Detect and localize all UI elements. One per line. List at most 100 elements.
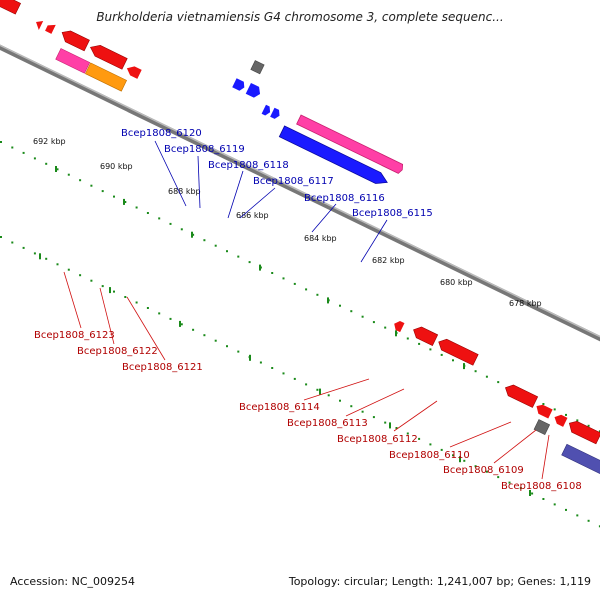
gene-red-reverse[interactable] [45, 22, 56, 34]
scale-dot [474, 465, 477, 468]
scale-dot [282, 277, 285, 280]
gene-pink-forward[interactable] [296, 114, 405, 174]
scale-dot [440, 353, 443, 356]
backbone [0, 14, 600, 369]
scale-dot [361, 410, 364, 413]
scale-dot [406, 432, 409, 435]
gene-label[interactable]: Bcep1808_6113 [287, 418, 368, 429]
scale-major-tick [459, 456, 461, 463]
gene-label[interactable]: Bcep1808_6109 [443, 465, 524, 476]
gene-red-reverse[interactable] [0, 0, 22, 15]
scale-dot [169, 222, 172, 225]
gene-label[interactable]: Bcep1808_6116 [304, 193, 385, 204]
reverse-leader-lines [63, 271, 550, 480]
scale-major-tick [463, 363, 465, 370]
leader-line [393, 400, 438, 432]
scale-dot [124, 296, 127, 298]
scale-dot [542, 403, 545, 405]
gene-grey-forward[interactable] [250, 60, 265, 75]
leader-line [99, 287, 115, 345]
scale-dot [192, 328, 195, 331]
scale-dot [305, 383, 308, 386]
gene-red-reverse[interactable] [411, 324, 439, 347]
scale-dot [22, 151, 25, 154]
scale-dot [56, 168, 59, 171]
scale-dot [474, 370, 477, 373]
gene-red-reverse[interactable] [33, 18, 44, 30]
gene-red-reverse[interactable] [552, 413, 568, 427]
gene-purple-reverse[interactable] [561, 443, 600, 482]
scale-dot [226, 250, 228, 253]
gene-red-reverse[interactable] [436, 337, 479, 366]
scale-dot [271, 367, 274, 369]
scale-dot [214, 244, 217, 247]
scale-dot [45, 257, 48, 260]
gene-blue-forward[interactable] [261, 104, 273, 117]
scale-dot [237, 255, 240, 258]
gene-grey-reverse[interactable] [533, 419, 551, 436]
gene-red-reverse[interactable] [534, 403, 553, 419]
map-title: Burkholderia vietnamiensis G4 chromosome… [96, 10, 504, 24]
scale-dot [203, 239, 206, 242]
scale-dot [33, 252, 36, 255]
scale-dot [339, 399, 341, 402]
scale-dot [11, 241, 14, 244]
backbone-highlight [0, 14, 600, 365]
scale-dot [90, 279, 93, 282]
scale-dot [372, 416, 375, 419]
scale-dot [124, 201, 127, 203]
scale-dot [598, 430, 600, 433]
leader-line [311, 203, 337, 233]
gene-label[interactable]: Bcep1808_6112 [337, 434, 418, 445]
gene-blue-forward[interactable] [270, 107, 282, 120]
gene-label[interactable]: Bcep1808_6110 [389, 450, 470, 461]
scale-dot [598, 525, 600, 528]
scale-label: 678 kbp [509, 299, 542, 308]
leader-line [360, 219, 388, 263]
gene-blue-forward[interactable] [245, 82, 263, 99]
scale-dot [587, 519, 590, 522]
gene-label[interactable]: Bcep1808_6119 [164, 144, 245, 155]
scale-dot [485, 375, 488, 378]
scale-major-tick [109, 287, 111, 294]
gene-red-reverse[interactable] [88, 42, 128, 70]
leader-line [493, 429, 537, 464]
gene-blue-forward[interactable] [278, 125, 389, 188]
scale-dot [350, 405, 353, 408]
scale-label: 692 kbp [33, 137, 66, 146]
gene-label[interactable]: Bcep1808_6121 [122, 362, 203, 373]
gene-label[interactable]: Bcep1808_6108 [501, 481, 582, 492]
scale-major-tick [319, 388, 321, 395]
scale-dot [56, 263, 59, 266]
leader-line [63, 271, 82, 329]
gene-label[interactable]: Bcep1808_6118 [208, 160, 289, 171]
gene-blue-forward[interactable] [232, 78, 246, 92]
scale-dot [429, 443, 432, 446]
gene-label[interactable]: Bcep1808_6117 [253, 176, 334, 187]
gene-red-reverse[interactable] [566, 419, 600, 445]
scale-dot [372, 321, 375, 324]
scale-dot [531, 492, 534, 495]
scale-major-tick [55, 166, 57, 172]
gene-label[interactable]: Bcep1808_6122 [77, 346, 158, 357]
gene-label[interactable]: Bcep1808_6114 [239, 402, 320, 413]
scale-dot [180, 323, 183, 326]
gene-pink-reverse[interactable] [55, 48, 91, 74]
leader-line [227, 170, 244, 219]
gene-label[interactable]: Bcep1808_6123 [34, 330, 115, 341]
scale-tracks [0, 141, 600, 528]
gene-label[interactable]: Bcep1808_6120 [121, 128, 202, 139]
scale-dot [497, 381, 500, 384]
scale-dot [485, 470, 488, 473]
gene-orange-reverse[interactable] [84, 62, 128, 92]
gene-red-reverse[interactable] [125, 64, 142, 79]
gene-label[interactable]: Bcep1808_6115 [352, 208, 433, 219]
gene-red-reverse[interactable] [59, 28, 90, 52]
scale-label: 680 kbp [440, 278, 473, 287]
scale-dot [576, 419, 579, 422]
gene-red-reverse[interactable] [392, 319, 405, 333]
scale-dot [271, 272, 274, 274]
scale-dot [203, 334, 206, 337]
gene-red-reverse[interactable] [503, 382, 539, 408]
